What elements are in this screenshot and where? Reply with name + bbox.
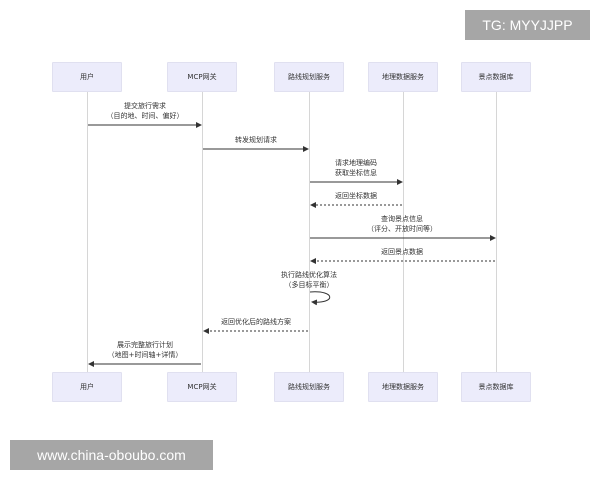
message-label-forward-request: 转发规划请求	[235, 136, 277, 144]
message-label-return-poi: 返回景点数据	[381, 248, 423, 256]
message-label-query-poi: 查询景点信息（评分、开放时间等）	[367, 215, 437, 233]
lifeline-geo-data	[403, 92, 404, 372]
message-label-submit-request: 提交旅行需求（目的地、时间、偏好）	[106, 102, 184, 120]
participant-geo-data-top: 地理数据服务	[368, 62, 438, 92]
participant-poi-db-bottom: 景点数据库	[461, 372, 531, 402]
lifeline-route-planning	[309, 92, 310, 372]
participant-poi-db-top: 景点数据库	[461, 62, 531, 92]
participant-route-planning-bottom: 路线规划服务	[274, 372, 344, 402]
message-label-return-coords: 返回坐标数据	[335, 192, 377, 200]
message-label-self-optimize: 执行路线优化算法（多目标平衡）	[281, 271, 337, 289]
lifeline-poi-db	[496, 92, 497, 372]
participant-mcp-gateway-bottom: MCP网关	[167, 372, 237, 402]
participant-user-top: 用户	[52, 62, 122, 92]
message-label-return-route: 返回优化后的路线方案	[221, 318, 291, 326]
participant-user-bottom: 用户	[52, 372, 122, 402]
participant-geo-data-bottom: 地理数据服务	[368, 372, 438, 402]
message-label-geocode-request: 请求地理编码获取坐标信息	[335, 159, 377, 177]
lifeline-mcp-gateway	[202, 92, 203, 372]
lifeline-user	[87, 92, 88, 372]
watermark-bottom: www.china-oboubo.com	[10, 440, 213, 470]
participant-mcp-gateway-top: MCP网关	[167, 62, 237, 92]
watermark-top: TG: MYYJJPP	[465, 10, 590, 40]
participant-route-planning-top: 路线规划服务	[274, 62, 344, 92]
message-label-show-plan: 展示完整旅行计划（地图+时间轴+详情）	[107, 341, 183, 359]
arrow-self-optimize	[309, 291, 331, 306]
